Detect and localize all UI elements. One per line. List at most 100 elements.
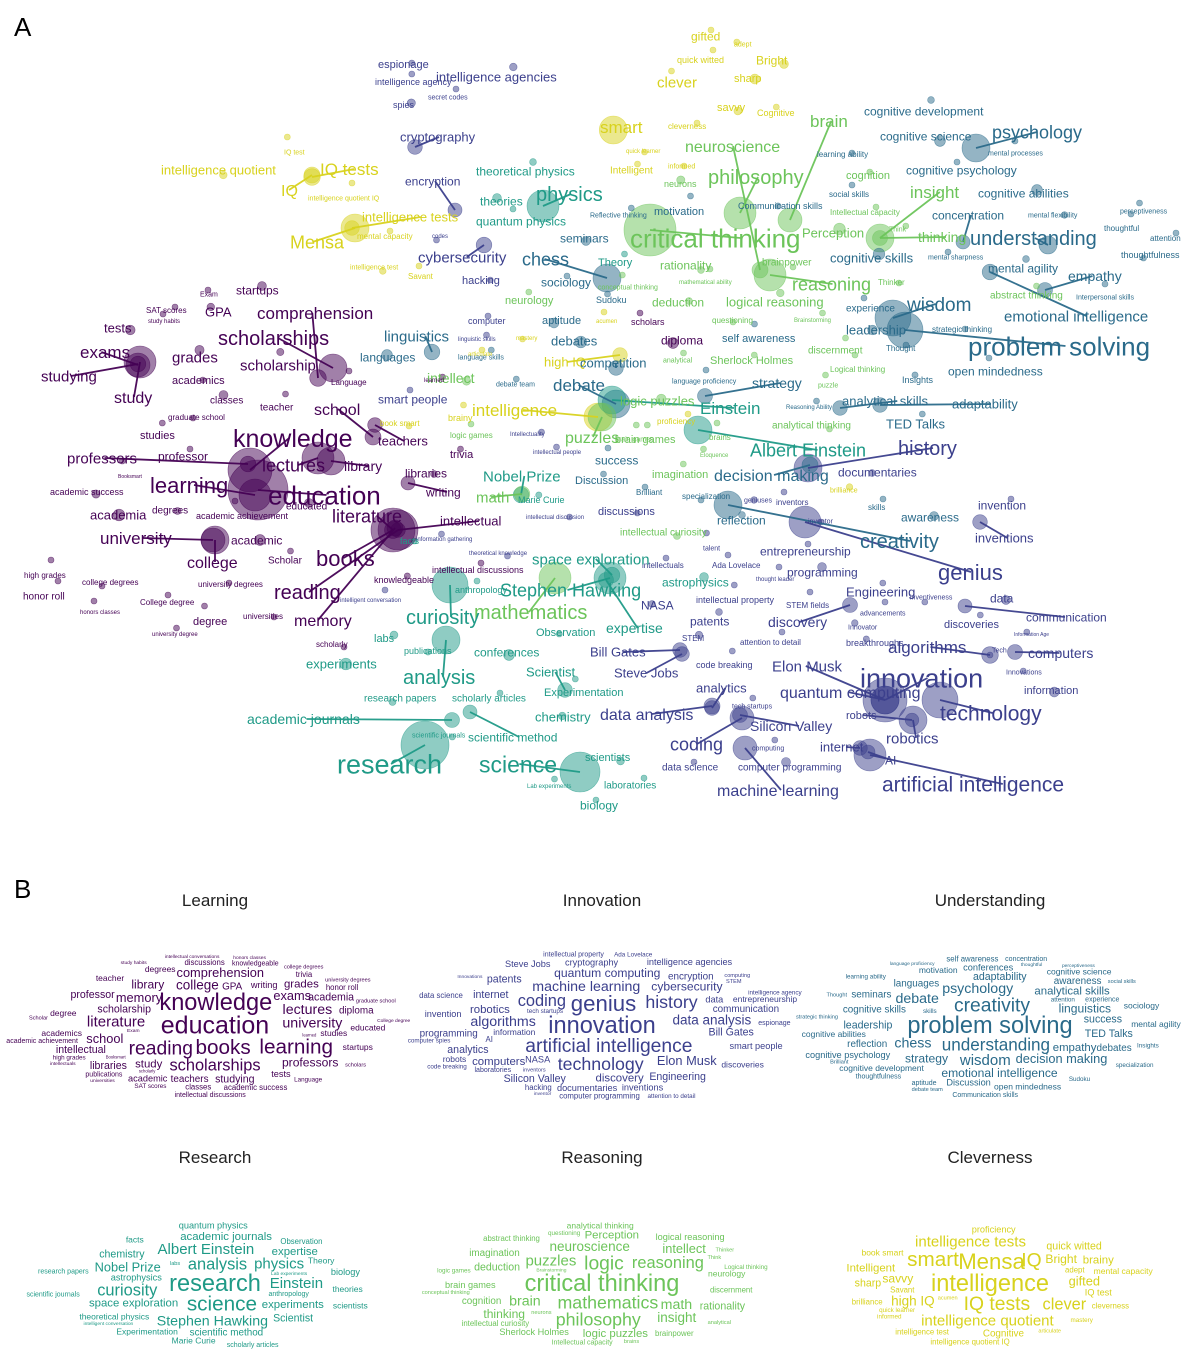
cloud-word-reasoning-logic-games: logic games (437, 1268, 471, 1275)
leader-line-professors (104, 457, 249, 465)
scatter-word-entrepreneurship: entrepreneurship (760, 544, 851, 558)
scatter-word-rationality: rationality (660, 258, 711, 272)
leader-line-linguistics (424, 335, 433, 353)
cloud-word-innovation-encryption: encryption (668, 971, 714, 982)
leader-line-innovation (884, 677, 928, 701)
bubble-communication-skills (774, 202, 782, 210)
scatter-word-iq-test: IQ test (284, 150, 305, 157)
scatter-word-nasa: NASA (641, 598, 674, 612)
bubble-proficiency (684, 410, 692, 418)
scatter-word-leadership: leadership (846, 323, 906, 338)
cloud-word-cleverness-mensa: Mensa (958, 1249, 1025, 1274)
scatter-word-educated: educated (286, 502, 327, 513)
scatter-word-scholarship: scholarship (240, 357, 316, 374)
cloud-word-learning-studies: studies (320, 1028, 347, 1038)
scatter-word-debates: debates (551, 334, 598, 349)
leader-line-high-iq (566, 354, 621, 363)
cloud-word-understanding-thoughtfulness: thoughtfulness (856, 1073, 902, 1080)
scatter-word-science: science (479, 751, 557, 777)
cloud-word-research-experimentation: Experimentation (116, 1327, 178, 1337)
scatter-word-cognitive-psychology: cognitive psychology (906, 163, 1017, 177)
cloud-word-innovation-inventor: inventor (534, 1091, 552, 1097)
leader-line-study (133, 361, 141, 398)
bubble-intelligent-conversation (381, 586, 389, 594)
cloud-word-reasoning-neurology: neurology (708, 1269, 746, 1279)
cloud-word-understanding-communication-skills: Communication skills (952, 1092, 1018, 1099)
scatter-word-information-age: Information Age (1014, 632, 1049, 638)
cloud-word-learning-discussions: discussions (184, 958, 224, 967)
scatter-word-reflection: reflection (717, 513, 766, 527)
leader-line-cybersecurity (466, 244, 485, 258)
bubble-discussions (633, 509, 641, 517)
bubble-gifted (707, 26, 715, 34)
bubble-bright (779, 59, 789, 69)
bubble-scholarship (276, 348, 285, 356)
cloud-word-reasoning-logical-thinking: Logical thinking (724, 1264, 768, 1271)
bubble-academic (254, 534, 266, 546)
bubble-teacher (282, 390, 289, 398)
cloud-word-innovation-genius: genius (571, 991, 636, 1016)
scatter-word-computer: computer (468, 316, 506, 326)
bubble-cleverness (693, 119, 701, 127)
scatter-word-sudoku: Sudoku (596, 295, 627, 305)
bubble-mental-sharpness (944, 248, 952, 256)
bubble-grades (194, 345, 205, 355)
scatter-word-albert-einstein: Albert Einstein (750, 441, 866, 461)
leader-line-discovery (799, 604, 851, 623)
scatter-word-diploma: diploma (661, 333, 703, 347)
scatter-word-scientific-method: scientific method (468, 730, 557, 744)
scatter-word-perception: Perception (802, 226, 864, 241)
cloud-word-learning-scholars: scholars (345, 1063, 366, 1069)
bubble-mental-capacity (386, 227, 394, 235)
cloud-word-understanding-specialization: specialization (1116, 1062, 1154, 1069)
bubble-classes (218, 390, 229, 400)
cloud-word-research-analysis: analysis (188, 1256, 247, 1274)
scatter-word-deduction: deduction (652, 295, 704, 309)
cloud-word-reasoning-critical-thinking: critical thinking (525, 1271, 680, 1297)
scatter-word-reasoning-ability: Reasoning Ability (786, 405, 832, 411)
scatter-word-cleverness: cleverness (668, 122, 706, 131)
leader-line-debate (578, 384, 617, 405)
scatter-word-inventiveness: inventiveness (910, 595, 953, 602)
cloud-word-cleverness-intelligence: intelligence (931, 1271, 1049, 1297)
cloud-word-research-physics: physics (254, 1256, 304, 1273)
scatter-word-artificial-intelligence: artificial intelligence (882, 774, 1064, 797)
cloud-word-understanding-cognitive-development: cognitive development (839, 1063, 924, 1073)
leader-line-insight (879, 191, 941, 239)
scatter-word-advancements: advancements (860, 611, 906, 618)
bubble-trivia (457, 445, 464, 453)
scatter-word-questioning: questioning (712, 316, 753, 325)
scatter-word-mental-agility: mental agility (988, 261, 1058, 275)
scatter-word-attention: attention (1150, 234, 1181, 243)
cloud-word-learning-publications: publications (85, 1072, 122, 1079)
scatter-word-anthropology: anthropology (455, 585, 508, 595)
leader-line-psychology (975, 131, 1038, 149)
bubble-university-degrees (225, 579, 233, 587)
cloud-word-reasoning-deduction: deduction (474, 1262, 520, 1274)
scatter-word-talent: talent (703, 546, 720, 553)
bubble-thought-leader (775, 563, 783, 571)
leader-line-critical-thinking (649, 229, 741, 239)
bubble-theoretical-knowledge (504, 552, 511, 560)
cloud-word-understanding-conferences: conferences (963, 963, 1013, 973)
scatter-word-college-degree: College degree (140, 598, 195, 607)
cloud-word-research-astrophysics: astrophysics (111, 1273, 162, 1283)
scatter-word-physics: physics (536, 184, 603, 206)
leader-line-creativity (727, 504, 911, 542)
bubble-innovator (851, 619, 859, 627)
scatter-word-brainpower: brainpower (762, 258, 812, 269)
scatter-word-stem: STEM (682, 634, 705, 643)
scatter-word-strategy: strategy (752, 375, 802, 391)
leader-line-machine-learning (744, 747, 782, 791)
bubble-open-mindedness (985, 354, 993, 362)
leader-line-university (142, 537, 214, 541)
cloud-word-understanding-cognitive-abilities: cognitive abilities (802, 1029, 866, 1039)
scatter-word-degree: degree (193, 616, 227, 628)
leader-line-curiosity (449, 584, 452, 618)
bubble-chemistry (558, 711, 567, 721)
scatter-word-study-habits: study habits (148, 319, 180, 325)
cloud-word-innovation-data-science: data science (419, 991, 463, 1000)
